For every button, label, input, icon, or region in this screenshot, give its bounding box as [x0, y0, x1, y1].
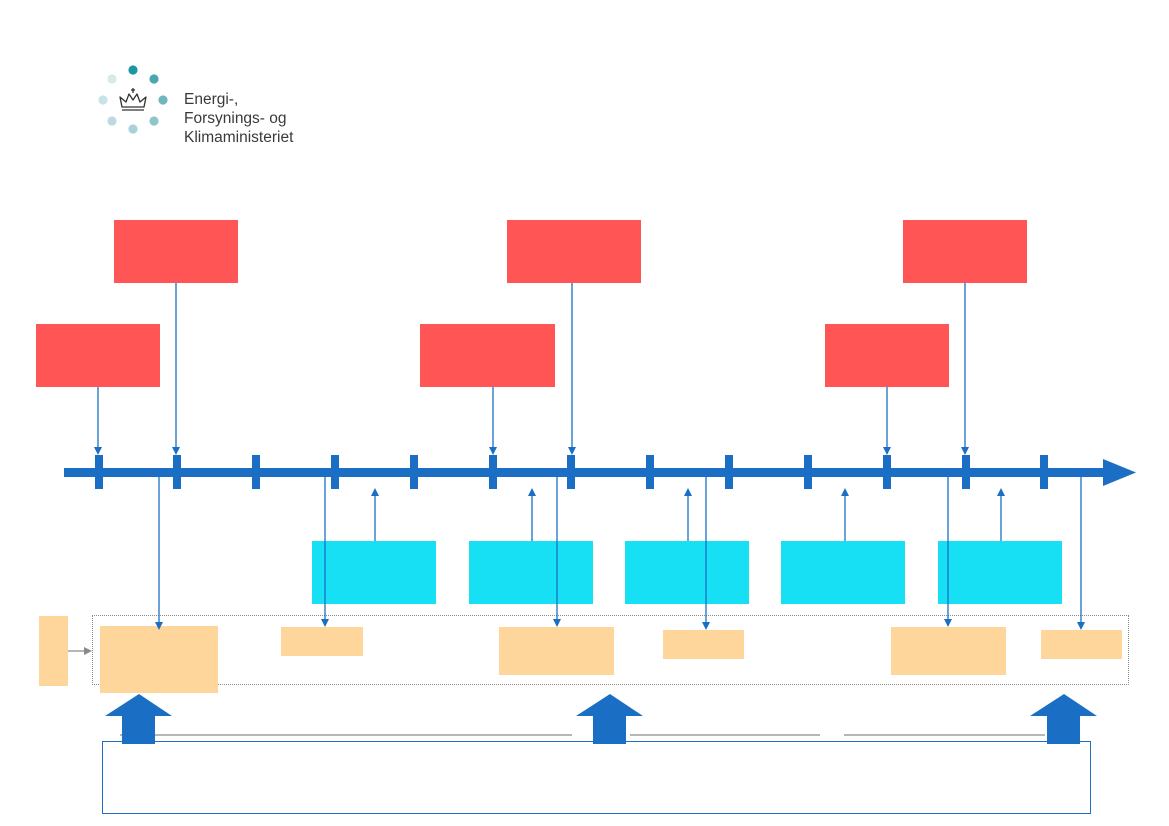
timeline-tick [646, 455, 654, 489]
output-connectors [155, 477, 1085, 630]
timeline [64, 455, 1136, 489]
cyan-box-5 [938, 541, 1062, 604]
logo-wordmark: Energi-, Forsynings- og Klimaministeriet [184, 90, 293, 147]
timeline-tick [252, 455, 260, 489]
logo-dot [128, 65, 138, 75]
timeline-tick [962, 455, 970, 489]
cyan-box-3 [625, 541, 749, 604]
crown-icon [119, 88, 147, 111]
timeline-tick [331, 455, 339, 489]
cyan-box-4 [781, 541, 905, 604]
logo-dot [107, 116, 117, 126]
timeline-arrowhead [1103, 459, 1136, 486]
red-box-5 [420, 324, 555, 387]
orange-box-2 [281, 627, 363, 656]
red-connectors [94, 283, 969, 455]
logo-dot [98, 95, 108, 105]
timeline-tick [410, 455, 418, 489]
logo-dot [149, 74, 159, 84]
red-box-6 [825, 324, 949, 387]
cyan-box-1 [312, 541, 436, 604]
logo-dot [158, 95, 168, 105]
timeline-ticks [95, 455, 1048, 489]
logo-line-3: Klimaministeriet [184, 129, 294, 146]
timeline-bar [64, 468, 1110, 477]
cyan-up-connectors [371, 488, 1005, 541]
orange-box-3 [499, 627, 614, 675]
logo-line-1: Energi-, [184, 91, 239, 108]
orange-box-6 [1041, 630, 1122, 659]
block-arrow-up [576, 694, 643, 744]
output-group-frame [92, 615, 1129, 685]
red-box-1 [114, 220, 238, 283]
ministry-logo: Energi-, Forsynings- og Klimaministeriet [96, 62, 336, 154]
timeline-tick [804, 455, 812, 489]
logo-dot [128, 124, 138, 134]
timeline-tick [725, 455, 733, 489]
orange-box-5 [891, 627, 1006, 675]
red-box-4 [36, 324, 160, 387]
orange-box-4 [663, 630, 744, 659]
red-box-3 [903, 220, 1027, 283]
block-arrow-up [105, 694, 172, 744]
timeline-tick [567, 455, 575, 489]
timeline-tick [489, 455, 497, 489]
cyan-box-2 [469, 541, 593, 604]
logo-dot [149, 116, 159, 126]
logo-line-2: Forsynings- og [184, 110, 287, 127]
logo-dot-ring [98, 65, 168, 134]
timeline-tick [1040, 455, 1048, 489]
timeline-tick [173, 455, 181, 489]
orange-box-1 [100, 626, 218, 693]
red-box-2 [507, 220, 641, 283]
timeline-tick [95, 455, 103, 489]
up-block-arrows [105, 694, 1097, 744]
orange-side-box [39, 616, 68, 686]
block-arrow-up [1030, 694, 1097, 744]
logo-dot [107, 74, 117, 84]
timeline-tick [883, 455, 891, 489]
